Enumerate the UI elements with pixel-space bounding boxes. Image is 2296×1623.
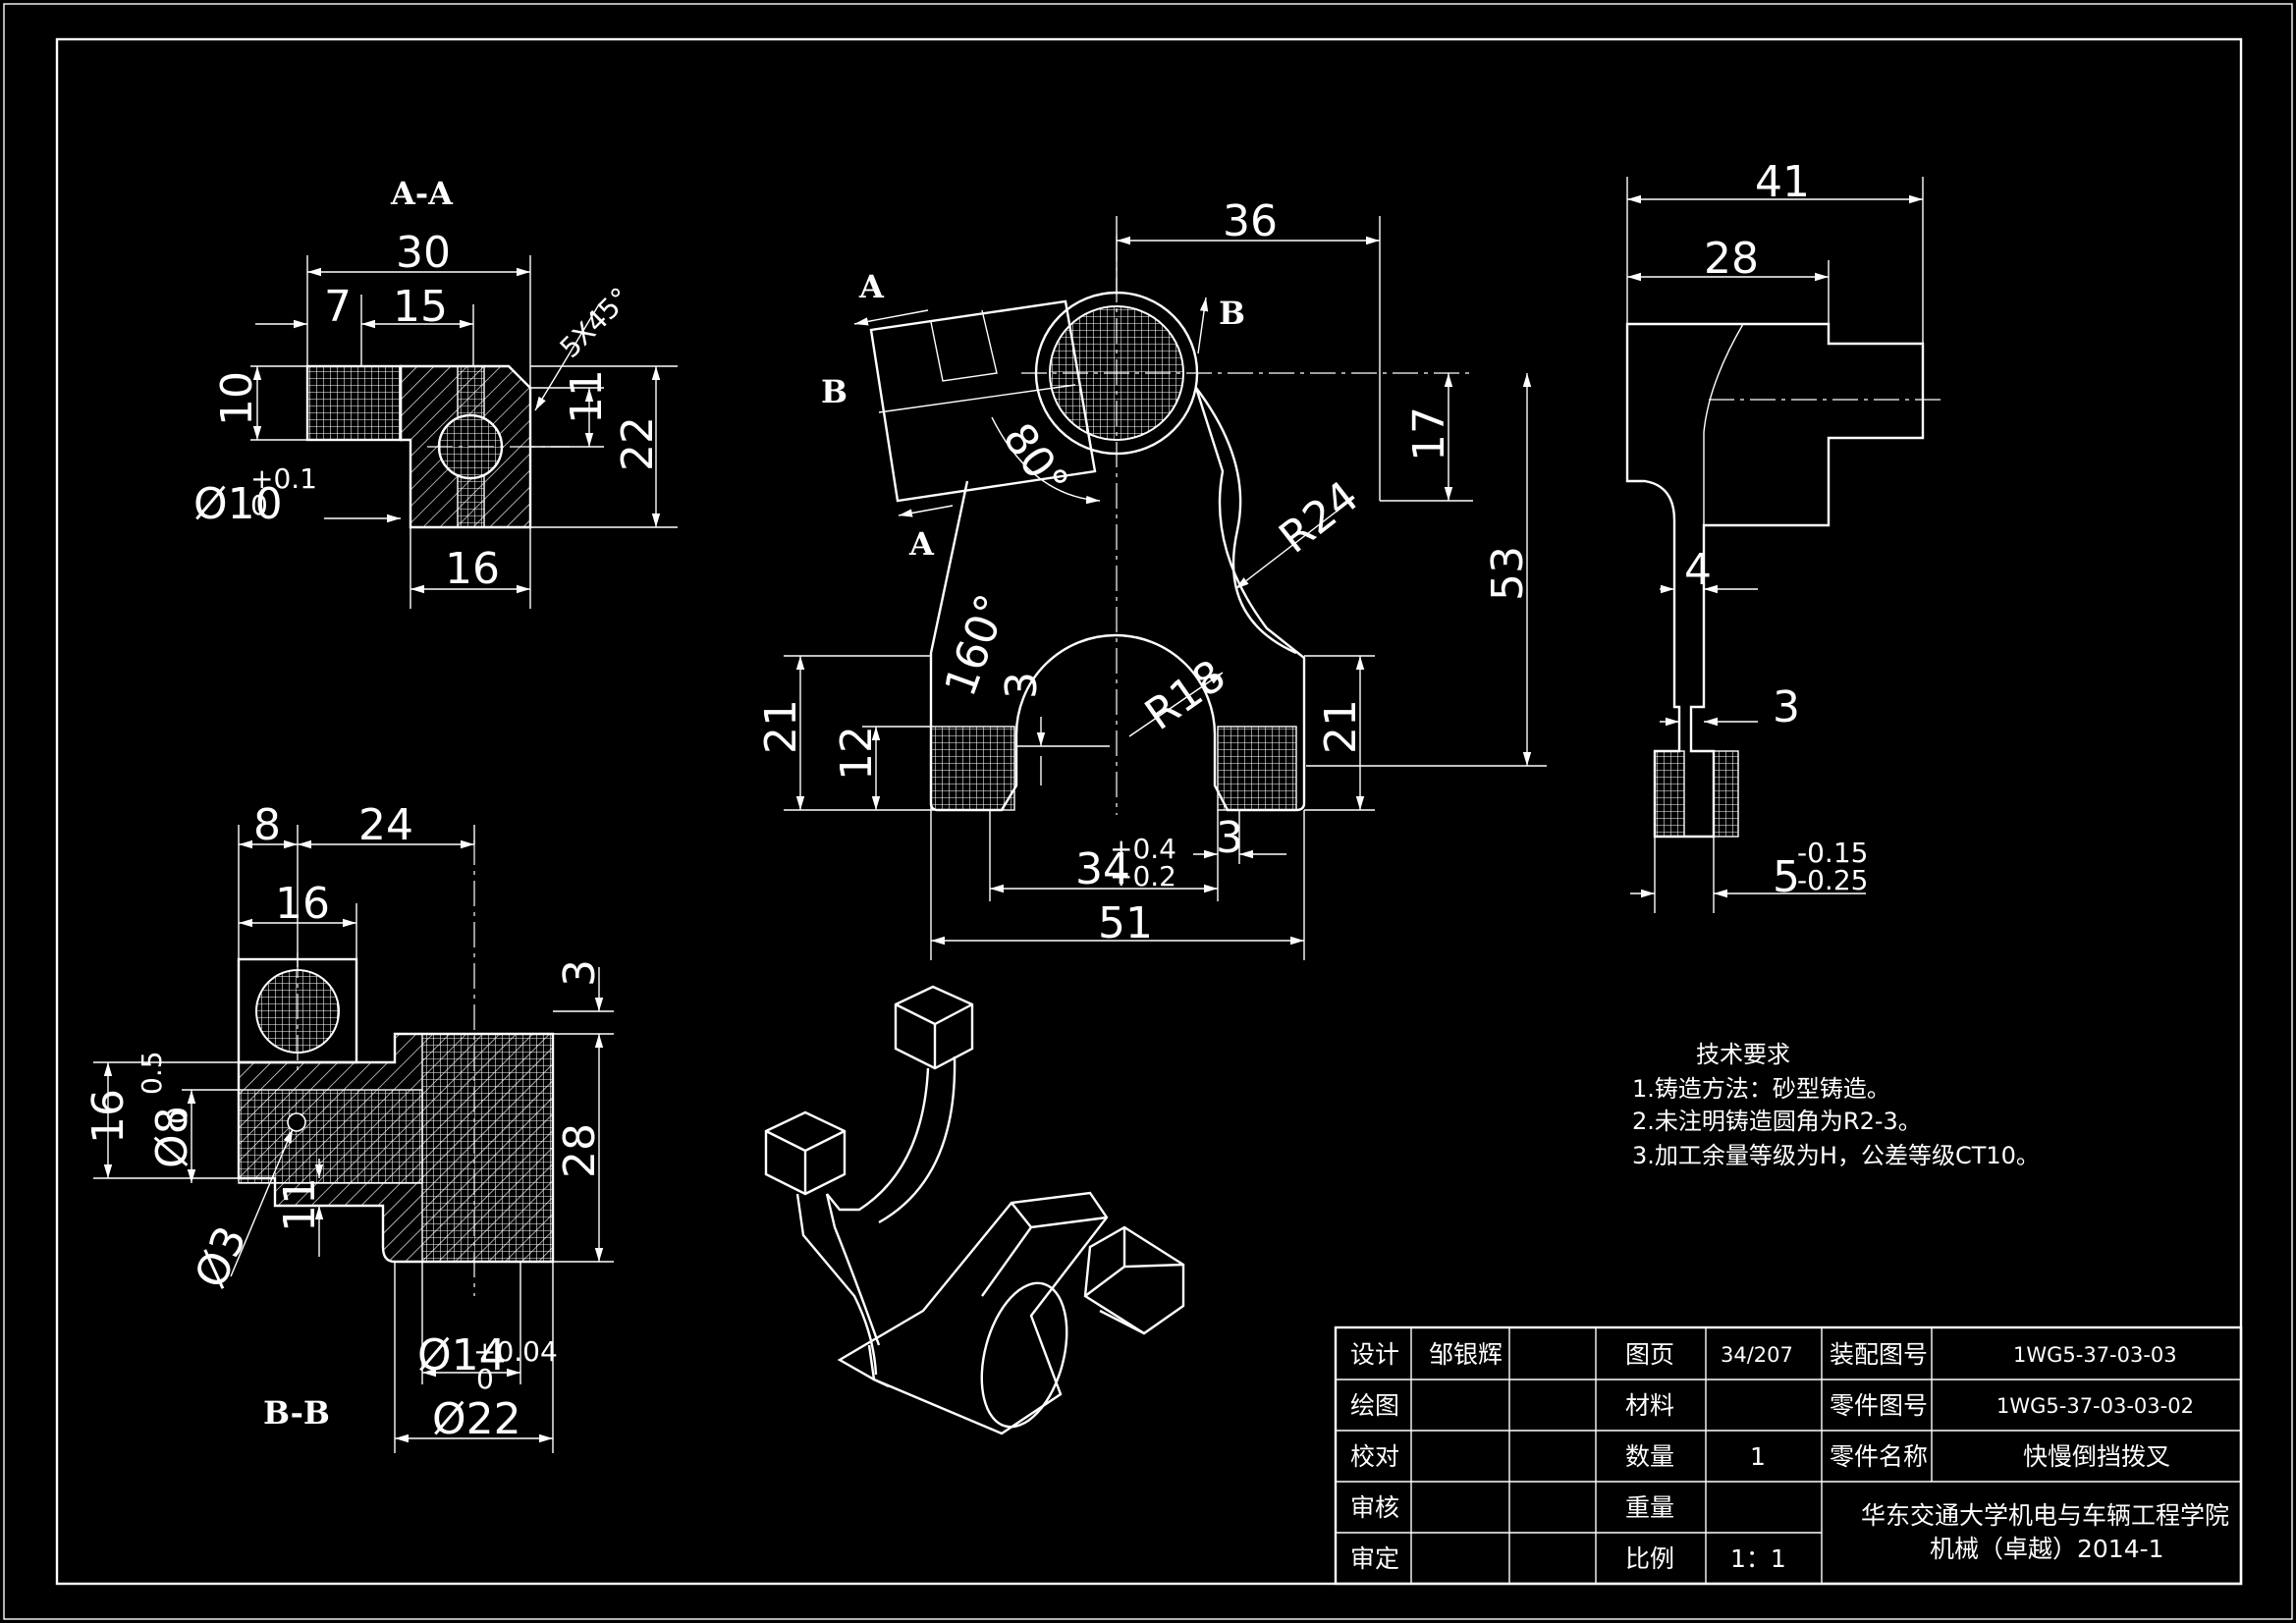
cut-a-bottom: A: [908, 525, 935, 563]
inner-border: [55, 37, 2243, 1586]
tb-label-material: 材料: [1625, 1391, 1674, 1420]
dim-aa-hole: Ø10: [193, 479, 283, 529]
tb-class: 机械（卓越）2014-1: [1930, 1535, 2164, 1563]
tb-label-page: 图页: [1625, 1340, 1674, 1369]
dim-bb-14: Ø14: [417, 1330, 507, 1380]
tb-label-quantity: 数量: [1625, 1442, 1674, 1471]
dim-side-41: 41: [1755, 157, 1810, 207]
tb-school: 华东交通大学机电与车辆工程学院: [1861, 1501, 2229, 1530]
cut-a-top: A: [858, 268, 885, 305]
isometric-view: [764, 985, 1185, 1435]
dim-aa-hole-tol: +0.1: [250, 462, 317, 495]
tb-label-weight: 重量: [1625, 1493, 1674, 1522]
cut-b-right: B: [1219, 295, 1245, 332]
side-view: 41 28 4 3 5 -0.15 -0.25: [1625, 157, 1944, 913]
dim-side-3: 3: [1773, 682, 1800, 732]
dim-aa-11: 11: [562, 369, 612, 424]
dim-side-5-tol-up: -0.15: [1797, 837, 1868, 869]
section-bb-view: B-B 8 24 16 3 16 Ø8 0.5 0: [83, 800, 614, 1453]
dim-side-4: 4: [1684, 545, 1712, 595]
dim-aa-7: 7: [324, 282, 352, 332]
dim-aa-chamfer: 5X45°: [554, 281, 637, 364]
technical-requirements: 技术要求 1.铸造方法：砂型铸造。 2.未注明铸造圆角为R2-3。 3.加工余量…: [1632, 1041, 2040, 1169]
tb-label-assembly: 装配图号: [1830, 1340, 1928, 1369]
dim-front-3-lower: 3: [1216, 813, 1243, 863]
dim-bb-28: 28: [555, 1123, 605, 1178]
tb-part-no: 1WG5-37-03-03-02: [1996, 1394, 2194, 1418]
dim-bb-8-tol-low: 0: [161, 1107, 193, 1124]
dim-front-3-upper: 3: [997, 672, 1047, 699]
dim-bb-8-tol-up: 0.5: [136, 1051, 168, 1095]
tech-req-item-1: 1.铸造方法：砂型铸造。: [1632, 1075, 1890, 1103]
dim-bb-3-dia: Ø3: [186, 1218, 257, 1295]
tb-label-design: 设计: [1350, 1340, 1399, 1369]
dim-front-34-tol-low: +0.2: [1110, 860, 1176, 893]
dim-aa-30: 30: [396, 228, 451, 278]
front-view: A A B B 36 17 53 R24 80° 160° R18 21: [756, 196, 1547, 960]
section-bb-label: B-B: [263, 1394, 330, 1432]
tb-label-part-no: 零件图号: [1830, 1391, 1928, 1420]
tech-req-title: 技术要求: [1696, 1041, 1790, 1068]
dim-bb-3: 3: [555, 959, 605, 987]
section-aa-view: A-A 30 7 15 5X45° 10 11 22: [193, 175, 678, 609]
tb-designer: 邹银辉: [1429, 1340, 1503, 1369]
dim-front-21-right: 21: [1316, 699, 1366, 754]
tech-req-item-2: 2.未注明铸造圆角为R2-3。: [1632, 1108, 1922, 1135]
dim-side-28: 28: [1704, 234, 1759, 284]
section-aa-label: A-A: [390, 175, 454, 212]
dim-aa-15: 15: [393, 282, 448, 332]
tb-part-name: 快慢倒挡拨叉: [2023, 1442, 2170, 1471]
tb-label-part-name: 零件名称: [1830, 1442, 1928, 1471]
tb-assembly-no: 1WG5-37-03-03: [2013, 1343, 2177, 1367]
dim-front-r24: R24: [1270, 471, 1368, 563]
dim-bb-14-tol-up: +0.04: [473, 1335, 558, 1368]
dim-bb-11: 11: [275, 1177, 325, 1232]
tb-label-check: 校对: [1350, 1442, 1399, 1471]
dim-bb-8: 8: [253, 800, 281, 850]
dim-aa-10: 10: [212, 371, 262, 426]
dim-bb-24: 24: [358, 800, 413, 850]
dim-front-53: 53: [1483, 546, 1533, 601]
cut-b-left: B: [821, 373, 847, 410]
dim-bb-22: Ø22: [432, 1394, 521, 1444]
tb-page: 34/207: [1721, 1343, 1793, 1367]
title-block: 设计 邹银辉 图页 34/207 装配图号 1WG5-37-03-03 绘图 材…: [1334, 1325, 2243, 1586]
tb-label-approve: 审定: [1350, 1544, 1399, 1573]
dim-front-36: 36: [1223, 196, 1278, 246]
dim-aa-hole-tol-low: 0: [250, 489, 268, 521]
dim-bb-16-left: 16: [83, 1089, 134, 1144]
tb-scale: 1：1: [1730, 1544, 1786, 1573]
tb-label-drawing: 绘图: [1350, 1391, 1399, 1420]
tb-label-review: 审核: [1350, 1493, 1399, 1522]
dim-side-5-tol-low: -0.25: [1797, 864, 1868, 896]
tech-req-item-3: 3.加工余量等级为H，公差等级CT10。: [1632, 1142, 2040, 1169]
dim-aa-16: 16: [445, 544, 500, 594]
outer-border: [3, 3, 2293, 1620]
dim-side-5: 5: [1773, 852, 1800, 902]
tb-quantity: 1: [1750, 1442, 1766, 1471]
dim-front-12: 12: [832, 726, 882, 781]
dim-bb-8-dia: Ø8: [147, 1107, 197, 1168]
dim-bb-16-top: 16: [275, 879, 330, 929]
dim-front-51: 51: [1098, 898, 1153, 948]
dim-front-21-left: 21: [756, 699, 806, 754]
dim-front-34: 34: [1075, 844, 1130, 894]
dim-bb-14-tol-low: 0: [476, 1363, 494, 1395]
dim-front-17: 17: [1404, 406, 1454, 461]
dim-front-34-tol-up: +0.4: [1110, 833, 1176, 865]
tb-label-scale: 比例: [1625, 1544, 1674, 1573]
dim-aa-22: 22: [613, 416, 663, 471]
